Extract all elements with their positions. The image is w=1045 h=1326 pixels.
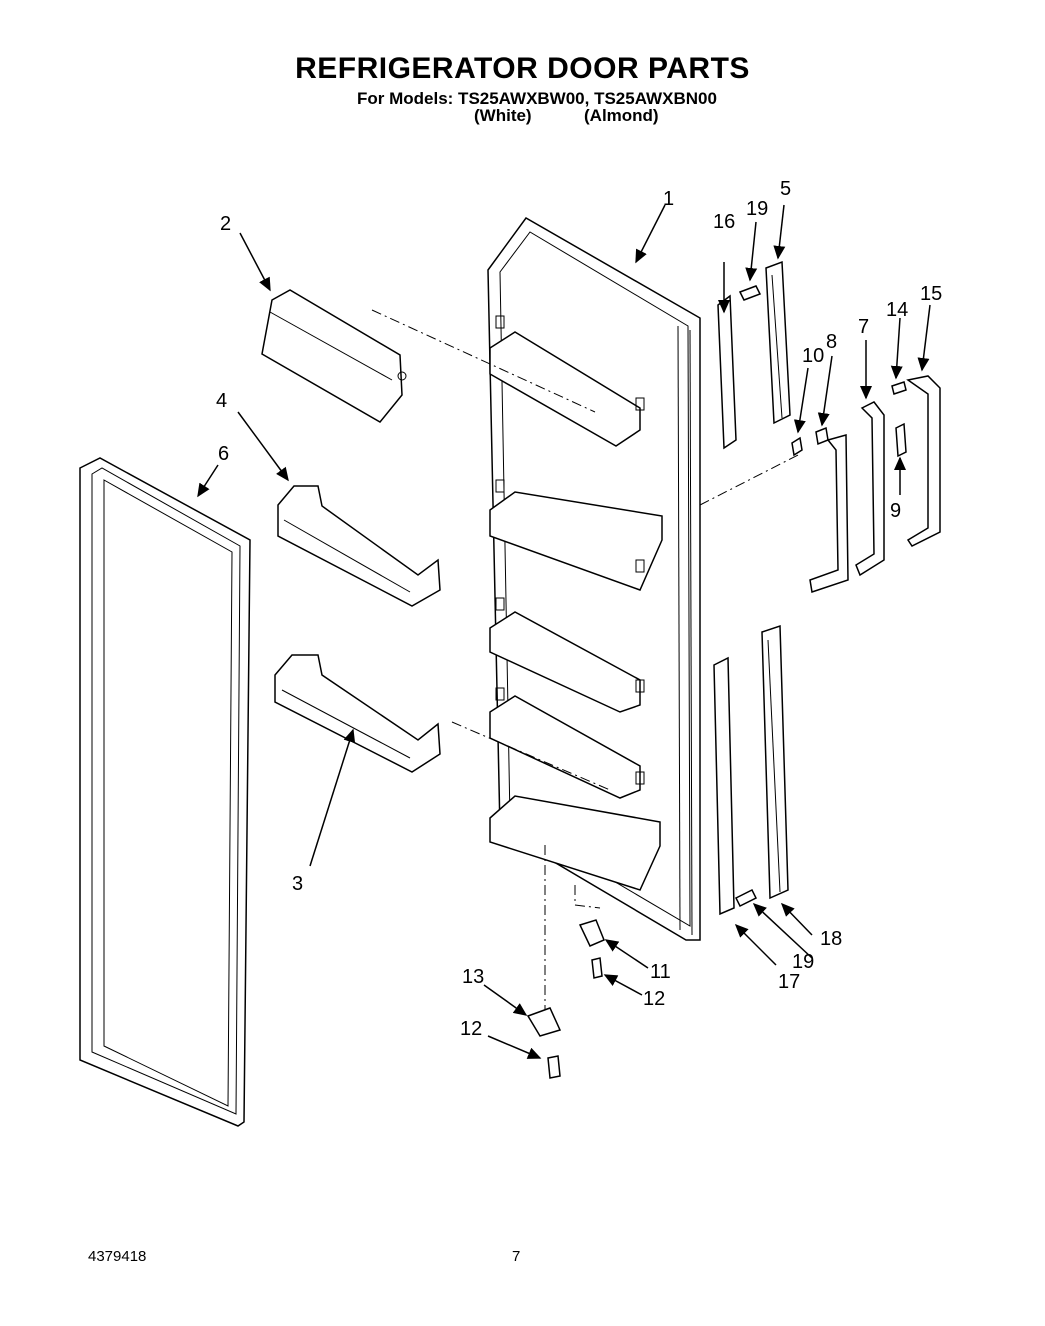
- callout-7: 7: [858, 316, 869, 338]
- door-bin-top-part: [261, 289, 407, 423]
- screw-19-top-part: [738, 285, 762, 301]
- color-white-label: (White): [474, 106, 532, 125]
- page-number: 7: [512, 1248, 521, 1265]
- callout-12-upper: 12: [643, 988, 665, 1010]
- lower-trim-17-part: [713, 656, 735, 916]
- callout-10: 10: [802, 345, 824, 367]
- callout-14: 14: [886, 299, 908, 321]
- callout-17: 17: [778, 971, 800, 993]
- door-gasket-part: [79, 457, 251, 1127]
- callout-19-bottom: 19: [792, 951, 814, 973]
- color-almond-label: (Almond): [584, 106, 659, 125]
- callout-6: 6: [218, 443, 229, 465]
- trim-strip-16-part: [717, 294, 737, 450]
- callout-16: 16: [713, 211, 735, 233]
- callout-9: 9: [890, 500, 901, 522]
- callout-15: 15: [920, 283, 942, 305]
- callout-2: 2: [220, 213, 231, 235]
- callout-5: 5: [780, 178, 791, 200]
- callout-8: 8: [826, 331, 837, 353]
- callout-13: 13: [462, 966, 484, 988]
- callout-12-lower: 12: [460, 1018, 482, 1040]
- document-number: 4379418: [88, 1248, 147, 1265]
- handle-bracket-parts: [791, 375, 941, 593]
- page-title: REFRIGERATOR DOOR PARTS: [295, 52, 750, 85]
- callout-4: 4: [216, 390, 227, 412]
- screw-19-bottom-part: [734, 888, 758, 908]
- door-liner-part: [487, 217, 701, 941]
- models-line: For Models: TS25AWXBW00, TS25AWXBN00: [357, 89, 717, 108]
- callout-1: 1: [663, 188, 674, 210]
- callout-18: 18: [820, 928, 842, 950]
- callout-11: 11: [650, 961, 671, 983]
- handle-trim-5-part: [765, 260, 791, 425]
- callout-3: 3: [292, 873, 303, 895]
- hinge-parts: [526, 919, 605, 1079]
- lower-trim-18-part: [761, 624, 789, 900]
- callout-19-top: 19: [746, 198, 768, 220]
- door-shelf-bin-lower-part: [274, 654, 441, 773]
- door-shelf-bin-upper-part: [277, 485, 441, 607]
